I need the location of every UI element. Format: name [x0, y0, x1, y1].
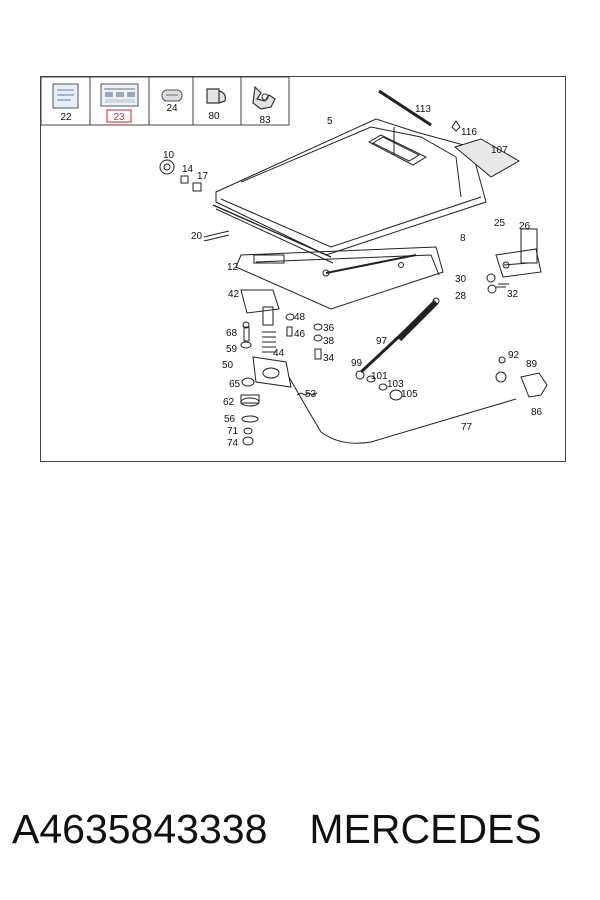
callout-label: 107	[491, 145, 508, 156]
callout-label: 10	[163, 150, 175, 161]
callout-label: 36	[323, 323, 335, 334]
brand-name: MERCEDES	[309, 806, 542, 852]
callout-label: 105	[401, 389, 418, 400]
thumbnail-22[interactable]: 22	[52, 83, 79, 123]
callout-label: 46	[294, 329, 306, 340]
thumbnail-label: 24	[166, 103, 178, 114]
callout-label: 62	[223, 397, 235, 408]
callout-label: 99	[351, 358, 363, 369]
thumbnail-23[interactable]: 23	[100, 83, 139, 123]
thumbnail-label: 83	[259, 115, 271, 126]
callout-label: 56	[224, 414, 236, 425]
product-caption: A4635843338 MERCEDES	[12, 806, 592, 856]
callout-label: 12	[227, 262, 239, 273]
callout-label: 92	[508, 350, 520, 361]
callout-label: 113	[415, 104, 431, 115]
callout-label: 50	[222, 360, 234, 371]
thumbnail-label: 80	[208, 111, 220, 122]
callout-label: 97	[376, 336, 388, 347]
thumbnail-strip: 22 23 24 80 83	[41, 77, 290, 126]
callout-label: 89	[526, 359, 538, 370]
thumbnail-24[interactable]: 24	[161, 89, 183, 114]
callout-label: 5	[327, 116, 333, 127]
thumbnail-label: 23	[113, 112, 125, 123]
sticker-sheet-icon	[52, 83, 79, 109]
thumbnail-label: 22	[60, 112, 72, 123]
callout-label: 17	[197, 171, 209, 182]
bracket-icon	[252, 85, 276, 110]
callout-label: 65	[229, 379, 241, 390]
part-number: A4635843338	[12, 806, 268, 852]
callout-label: 48	[294, 312, 306, 323]
callout-label: 71	[227, 426, 239, 437]
callout-label: 77	[461, 422, 473, 433]
callout-label: 74	[227, 438, 239, 449]
callout-labels: 113 5 116 107 10 14 17 20 8 25 26 12 30 …	[163, 104, 543, 449]
callout-label: 30	[455, 274, 467, 285]
callout-label: 68	[226, 328, 238, 339]
callout-label: 101	[371, 371, 388, 382]
callout-label: 42	[228, 289, 240, 300]
callout-label: 59	[226, 344, 238, 355]
callout-label: 53	[305, 389, 317, 400]
callout-label: 20	[191, 231, 203, 242]
callout-label: 38	[323, 336, 335, 347]
callout-label: 26	[519, 221, 531, 232]
thumbnail-83[interactable]: 83	[252, 85, 276, 126]
callout-label: 14	[182, 164, 194, 175]
callout-label: 116	[461, 127, 477, 138]
parts-diagram: 22 23 24 80 83	[40, 76, 566, 462]
callout-label: 44	[273, 348, 285, 359]
callout-label: 25	[494, 218, 506, 229]
callout-label: 86	[531, 407, 543, 418]
callout-label: 8	[460, 233, 466, 244]
hood-assembly-drawing	[159, 89, 548, 446]
callout-label: 28	[455, 291, 467, 302]
clip-icon	[206, 88, 226, 104]
callout-label: 34	[323, 353, 335, 364]
callout-label: 103	[387, 379, 404, 390]
thumbnail-80[interactable]: 80	[206, 88, 226, 122]
callout-label: 32	[507, 289, 519, 300]
